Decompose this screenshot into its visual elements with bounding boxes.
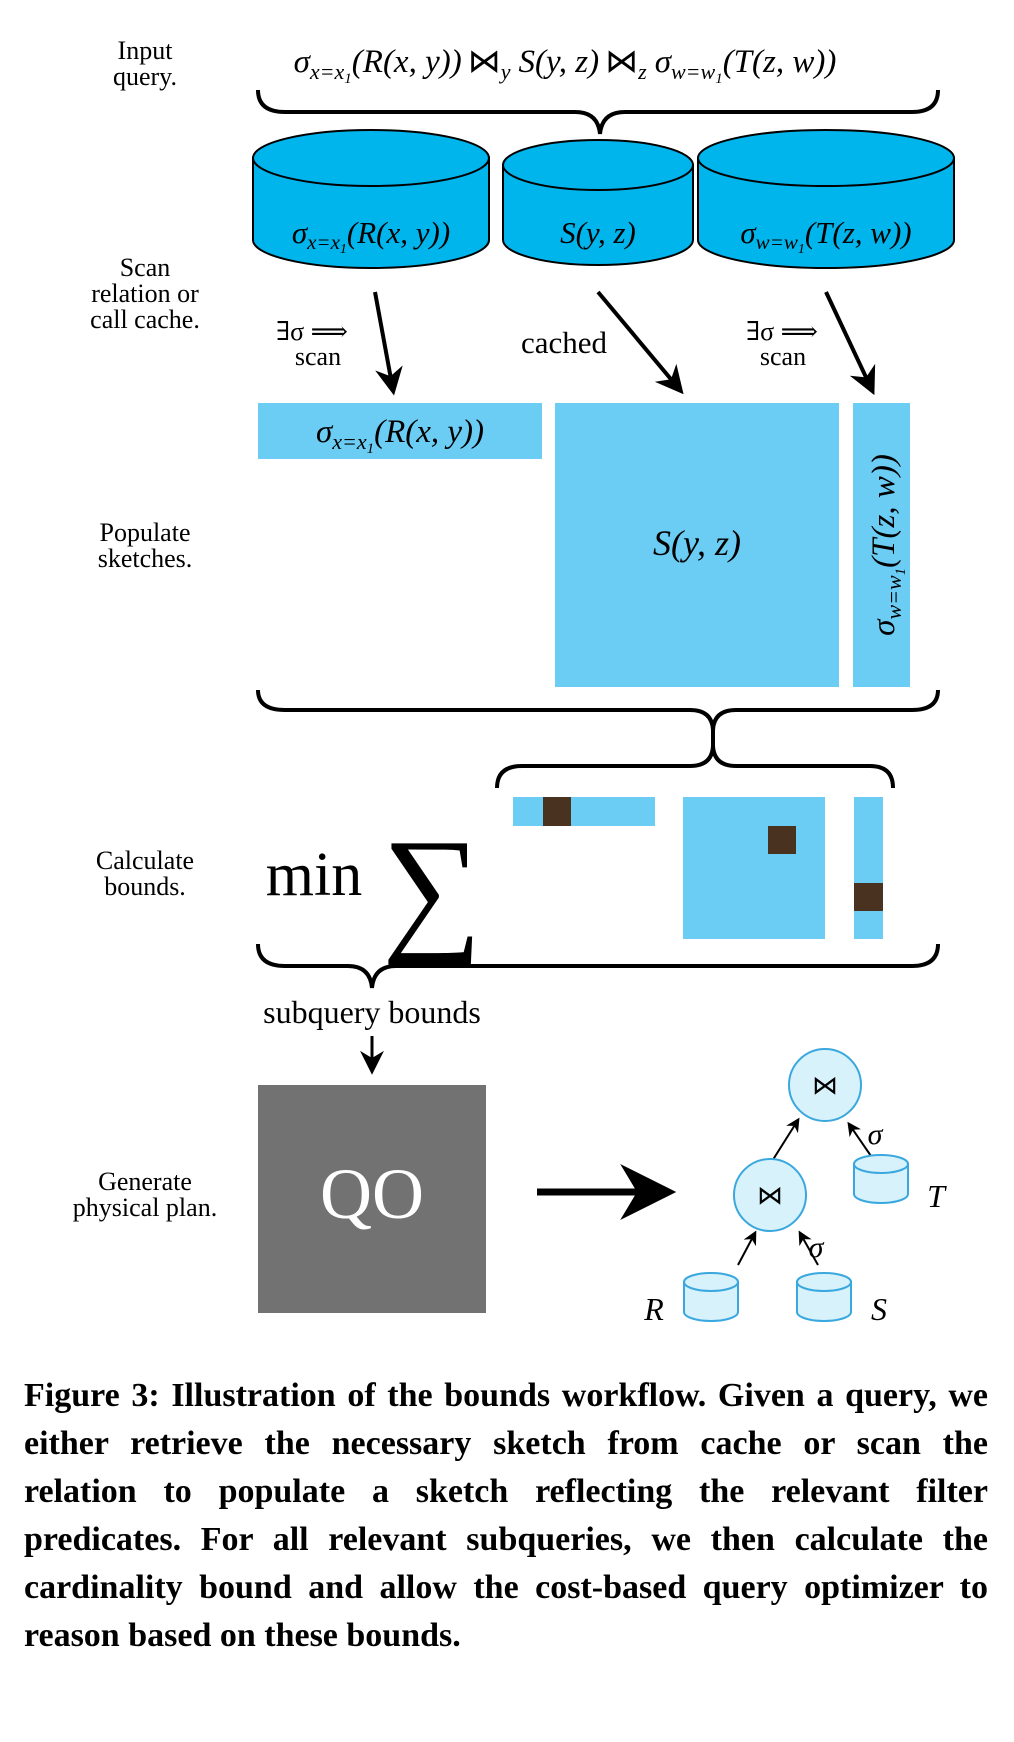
min-label: min	[266, 841, 362, 909]
small-sketch-right	[854, 797, 883, 939]
sketch-brace	[256, 689, 940, 731]
svg-text:σx=x1(R(x, y)): σx=x1(R(x, y))	[316, 414, 484, 457]
query-brace	[256, 89, 940, 135]
cached-arrow	[596, 290, 684, 395]
bounds-brace	[256, 943, 940, 989]
cylinder-middle: S(y, z)	[502, 139, 694, 266]
small-sketch-middle	[683, 797, 825, 939]
join-node-top: ⋈	[788, 1048, 862, 1122]
svg-text:σw=w1(T(z, w)): σw=w1(T(z, w))	[740, 215, 911, 257]
join-node-bottom: ⋈	[733, 1158, 807, 1232]
cylinder-left: σx=x1(R(x, y))	[252, 129, 490, 269]
svg-text:σx=x1(R(x, y)): σx=x1(R(x, y))	[292, 215, 450, 257]
caption-text: Illustration of the bounds workflow. Giv…	[24, 1377, 989, 1654]
svg-text:S(y, z): S(y, z)	[653, 523, 741, 563]
subquery-bounds-label: subquery bounds	[263, 994, 481, 1030]
sum-symbol: ∑	[382, 811, 482, 966]
svg-text:σw=w1(T(z, w)): σw=w1(T(z, w))	[866, 454, 909, 636]
caption-label: Figure 3:	[24, 1377, 160, 1414]
scan-label-left: ∃σ ⟹scan	[276, 317, 348, 371]
leaf-r-label: R	[643, 1291, 664, 1327]
figure-caption: Figure 3: Illustration of the bounds wor…	[24, 1372, 988, 1660]
scan-arrow-right	[824, 291, 876, 396]
sigma-label-lower: σ	[809, 1231, 825, 1264]
svg-text:⋈: ⋈	[757, 1181, 783, 1210]
leaf-r-cylinder	[683, 1272, 739, 1322]
scan-arrow-left	[373, 291, 403, 396]
leaf-t-cylinder	[853, 1154, 909, 1204]
sketch-right: σw=w1(T(z, w))	[853, 403, 910, 687]
sketch-middle: S(y, z)	[555, 403, 839, 687]
leaf-t-label: T	[927, 1178, 947, 1214]
scan-label-right: ∃σ ⟹scan	[746, 317, 818, 371]
svg-text:S(y, z): S(y, z)	[560, 215, 636, 250]
sigma-label-upper: σ	[868, 1118, 884, 1151]
sketch-left: σx=x1(R(x, y))	[258, 403, 542, 459]
leaf-s-cylinder	[796, 1272, 852, 1322]
cylinder-right: σw=w1(T(z, w))	[697, 129, 955, 269]
small-sketch-brace	[495, 745, 895, 789]
plan-tree: ⋈ ⋈ σ σ T R S	[643, 1048, 947, 1327]
leaf-s-label: S	[871, 1291, 887, 1327]
svg-text:⋈: ⋈	[812, 1071, 838, 1100]
cached-label: cached	[521, 325, 608, 360]
query-optimizer-box: QO	[258, 1085, 486, 1313]
small-sketch-left	[513, 797, 655, 826]
svg-text:QO: QO	[320, 1154, 424, 1234]
